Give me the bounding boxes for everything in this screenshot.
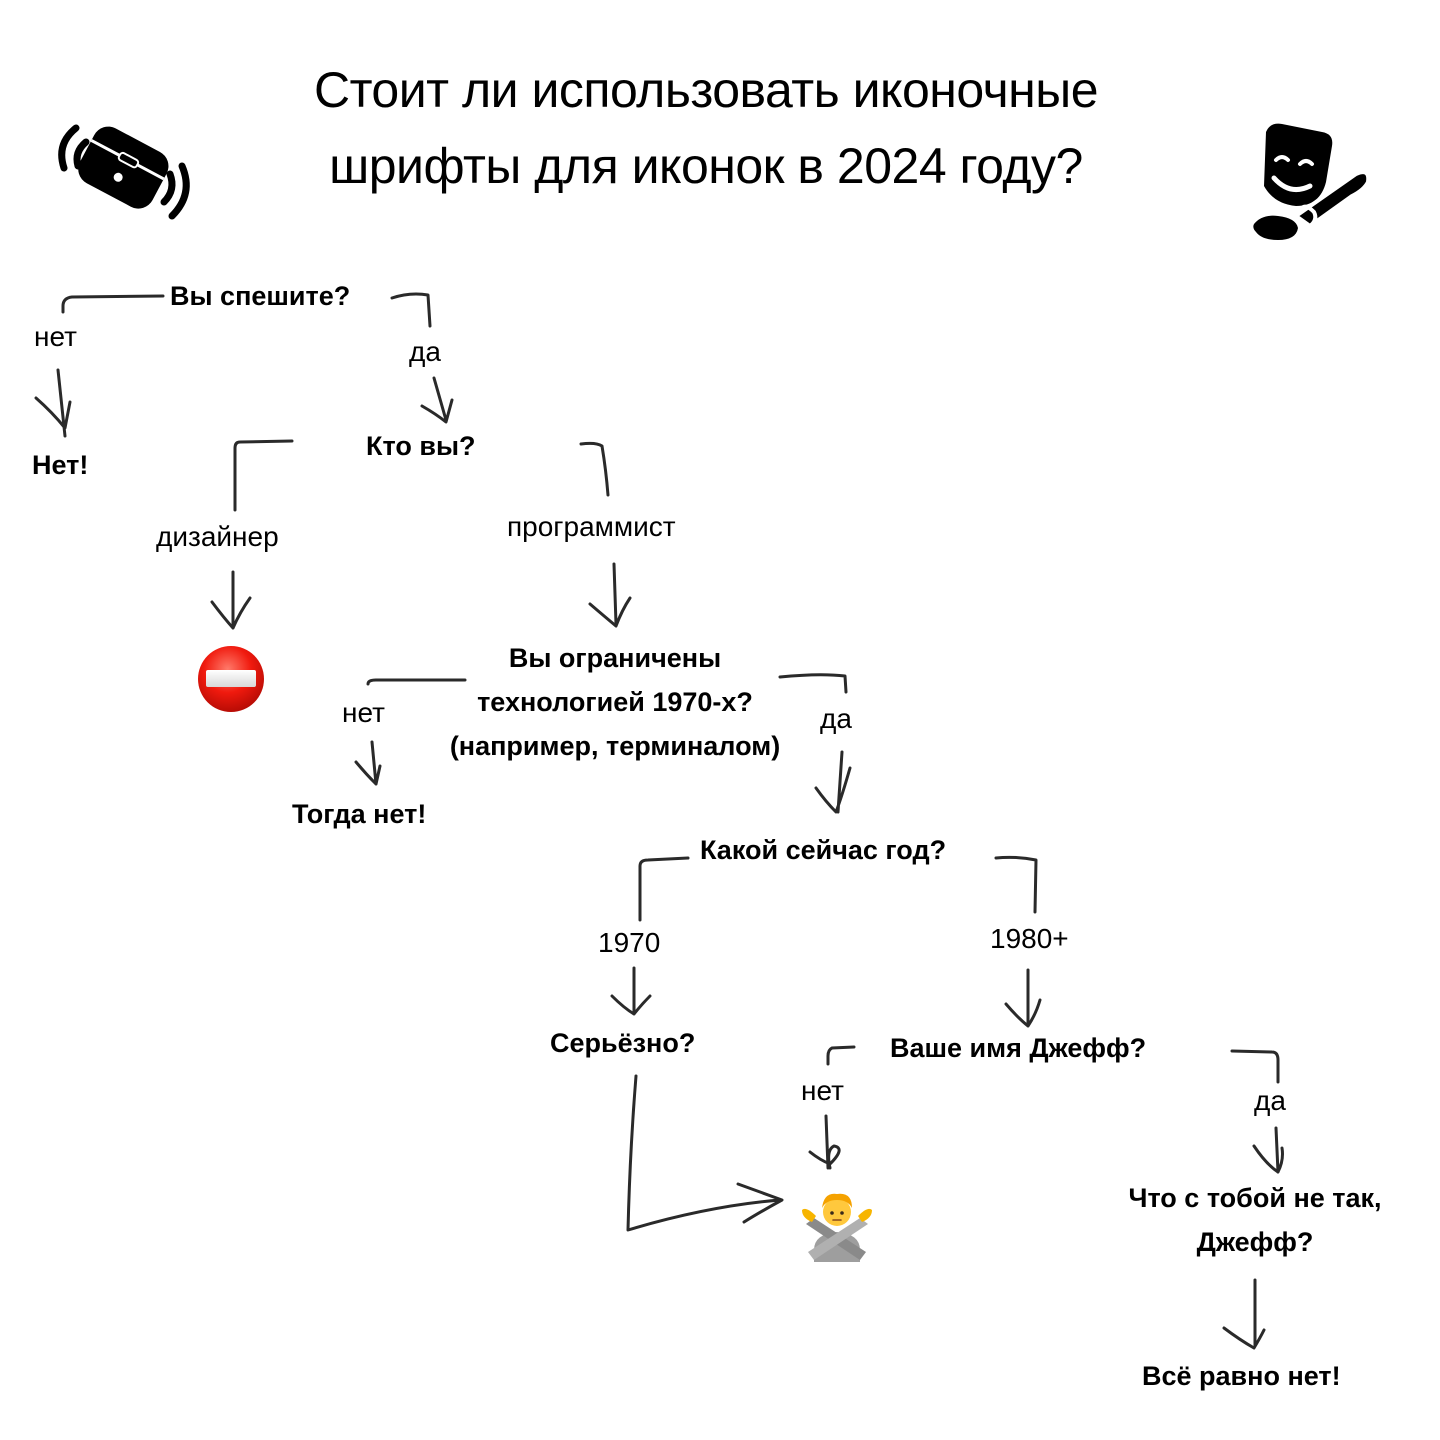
title-line-2: шрифты для иконок в 2024 году? (329, 138, 1083, 194)
question-seriously: Серьёзно? (550, 1028, 696, 1058)
connector-whats-wrong-still-no (1222, 1278, 1266, 1350)
answer-then-no: Тогда нет! (292, 799, 427, 829)
edge-label-year-1980-plus: 1980+ (990, 923, 1069, 954)
connector-year-1980 (994, 855, 1038, 914)
question-hurry: Вы спешите? (170, 281, 351, 311)
question-whats-wrong-jeff: Что с тобой не так, Джефф? (1100, 1176, 1410, 1264)
edge-label-hurry-no: нет (34, 321, 77, 352)
edge-label-jeff-yes: да (1254, 1085, 1286, 1116)
arrow-jeff-no (808, 1114, 841, 1170)
connector-limited-yes (778, 673, 848, 694)
diagram-title: Стоит ли использовать иконочные шрифты д… (0, 52, 1412, 204)
connector-jeff-yes (1230, 1049, 1280, 1084)
edge-label-programmer: программист (507, 511, 676, 542)
question-limited-line-1: Вы ограничены (508, 643, 722, 673)
question-who: Кто вы? (366, 431, 476, 461)
theater-mask-paintbrush-icon (1253, 123, 1371, 240)
vibrating-earbuds-case-icon (58, 124, 190, 220)
no-entry-icon (198, 646, 264, 712)
connector-who-programmer (579, 441, 610, 497)
arrow-limited-no (354, 740, 382, 786)
edge-label-limited-yes: да (820, 703, 852, 734)
question-limited-line-3: (например, терминалом) (449, 731, 781, 761)
person-gesturing-no-icon (802, 1193, 872, 1262)
question-name-jeff: Ваше имя Джефф? (890, 1033, 1147, 1063)
answer-still-no: Всё равно нет! (1142, 1361, 1341, 1391)
question-limited-by-1970s-tech: Вы ограничены технологией 1970-х? (напри… (412, 636, 818, 768)
edge-label-jeff-no: нет (801, 1075, 844, 1106)
arrow-hurry-no (34, 368, 72, 438)
connector-hurry-no (61, 294, 165, 314)
edge-label-year-1970: 1970 (598, 927, 661, 958)
connector-hurry-yes (390, 292, 432, 328)
whats-wrong-line-2: Джефф? (1196, 1227, 1314, 1257)
connector-who-designer (233, 439, 294, 512)
arrow-who-designer (210, 570, 252, 630)
edge-label-designer: дизайнер (156, 521, 279, 552)
whats-wrong-line-1: Что с тобой не так, (1128, 1183, 1382, 1213)
arrow-limited-yes (814, 750, 852, 814)
title-line-1: Стоит ли использовать иконочные (313, 62, 1099, 118)
edge-label-hurry-yes: да (409, 336, 441, 367)
question-year: Какой сейчас год? (700, 835, 947, 865)
arrow-jeff-yes (1252, 1126, 1284, 1174)
arrow-who-programmer (588, 562, 632, 628)
arrow-year-1970 (610, 966, 652, 1016)
connector-jeff-no (826, 1045, 856, 1066)
arrow-hurry-yes (420, 376, 454, 424)
connector-limited-no (366, 678, 467, 686)
edge-label-limited-no: нет (342, 697, 385, 728)
connector-year-1970 (638, 856, 690, 922)
connector-seriously-refusal (626, 1074, 784, 1232)
answer-no: Нет! (32, 450, 89, 480)
arrow-year-1980 (1004, 968, 1042, 1028)
question-limited-line-2: технологией 1970-х? (477, 687, 753, 717)
